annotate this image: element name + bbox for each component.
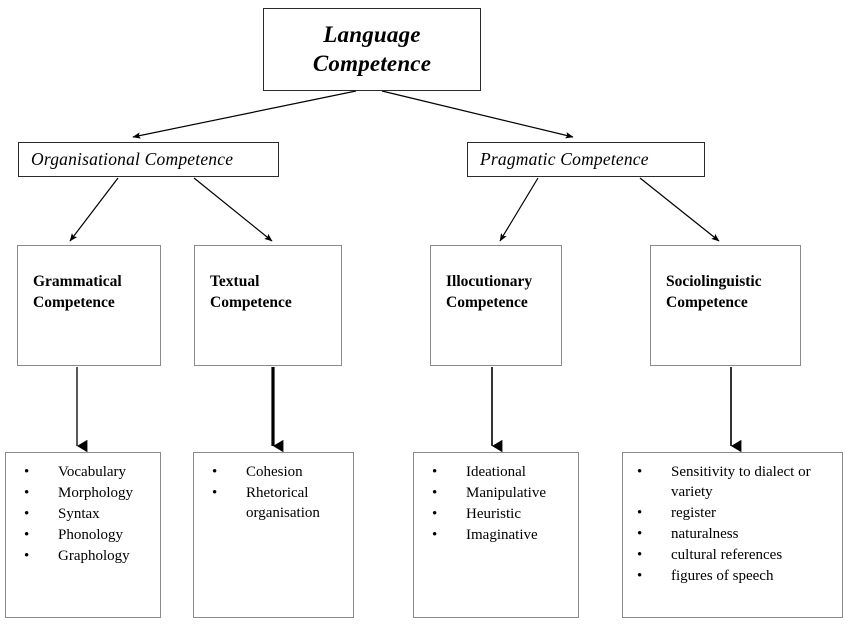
bullet-list: •Vocabulary•Morphology•Syntax•Phonology•…: [12, 463, 154, 567]
bullet-icon: •: [637, 546, 643, 563]
edge-root-to-organisational: [132, 90, 357, 139]
node-label: Illocutionary Competence: [446, 273, 533, 311]
edge-organisational-to-grammatical: [69, 177, 119, 242]
list-item-label: Ideational: [466, 464, 526, 480]
bullet-list: • Sensitivity to dialect or variety • regis…: [629, 463, 836, 587]
list-item: • Ideational: [420, 463, 572, 483]
list-item-label: cultural references: [671, 546, 783, 563]
bullet-icon: •: [637, 567, 643, 584]
node-illocutionary-competence[interactable]: Illocutionary Competence: [430, 245, 562, 366]
bullet-icon: •: [212, 464, 218, 480]
list-item-label: Manipulative: [466, 484, 546, 501]
list-item-label: naturalness: [671, 525, 739, 542]
list-textual-competence: • Cohesion • Rhetorical organisation: [193, 452, 354, 618]
edge-root-to-pragmatic: [381, 90, 574, 139]
edge-pragmatic-to-illocutionary: [499, 177, 539, 242]
bullet-icon: •: [212, 484, 218, 501]
bullet-icon: •: [24, 505, 30, 522]
bullet-icon: •: [24, 484, 30, 501]
list-item-label: Sensitivity to dialect or variety: [671, 464, 811, 500]
bullet-icon: •: [432, 484, 438, 501]
list-item: • register: [629, 504, 836, 524]
list-item: • Phonology: [12, 526, 154, 546]
bullet-icon: •: [24, 547, 30, 564]
list-item: • Graphology: [12, 547, 154, 567]
list-item-label: Rhetorical organisation: [246, 484, 320, 521]
list-item: • Rhetorical organisation: [200, 484, 347, 524]
list-item-label: Morphology: [58, 484, 133, 501]
edge-organisational-to-textual: [193, 177, 273, 242]
node-sociolinguistic-competence[interactable]: Sociolinguistic Competence: [650, 245, 801, 366]
bullet-icon: •: [432, 505, 438, 522]
node-label: Textual Competence: [210, 273, 292, 311]
list-item: • naturalness: [629, 525, 836, 545]
list-item: • Cohesion: [200, 463, 347, 483]
list-item-label: Heuristic: [466, 505, 521, 522]
bullet-icon: •: [637, 525, 643, 542]
node-label: Sociolinguistic Competence: [666, 273, 762, 311]
bullet-icon: •: [637, 464, 643, 480]
list-item: • Syntax: [12, 505, 154, 525]
list-item: • Vocabulary: [12, 463, 154, 483]
list-item-label: Vocabulary: [58, 464, 127, 480]
list-grammatical-competence: •Vocabulary•Morphology•Syntax•Phonology•…: [5, 452, 161, 618]
list-item-label: Cohesion: [246, 464, 303, 480]
bullet-icon: •: [24, 464, 30, 480]
list-item-label: Syntax: [58, 505, 100, 522]
list-item: • Sensitivity to dialect or variety: [629, 463, 836, 503]
list-sociolinguistic-competence: • Sensitivity to dialect or variety • regis…: [622, 452, 843, 618]
list-item: • Imaginative: [420, 526, 572, 546]
node-textual-competence[interactable]: Textual Competence: [194, 245, 342, 366]
bullet-icon: •: [432, 464, 438, 480]
node-pragmatic-competence[interactable]: Pragmatic Competence: [467, 142, 705, 177]
list-item-label: Imaginative: [466, 526, 538, 543]
list-item: • Morphology: [12, 484, 154, 504]
bullet-icon: •: [637, 504, 643, 521]
node-grammatical-competence[interactable]: Grammatical Competence: [17, 245, 161, 366]
list-item: • Heuristic: [420, 505, 572, 525]
list-item: • cultural references: [629, 546, 836, 566]
node-organisational-competence[interactable]: Organisational Competence: [18, 142, 279, 177]
node-label: Grammatical Competence: [33, 273, 122, 311]
list-item-label: register: [671, 504, 716, 521]
bullet-list: • Ideational • Manipulative • Heuristic • Imagi…: [420, 463, 572, 546]
edge-pragmatic-to-sociolinguistic: [639, 177, 720, 242]
list-item-label: Phonology: [58, 526, 124, 543]
bullet-icon: •: [432, 526, 438, 543]
list-item-label: Graphology: [58, 547, 130, 564]
list-illocutionary-competence: • Ideational • Manipulative • Heuristic • Imagi…: [413, 452, 579, 618]
node-language-competence[interactable]: Language Competence: [263, 8, 481, 91]
node-label: Language Competence: [312, 22, 432, 76]
list-item-label: figures of speech: [671, 567, 774, 584]
list-item: • Manipulative: [420, 484, 572, 504]
list-item: • figures of speech: [629, 567, 836, 587]
bullet-list: • Cohesion • Rhetorical organisation: [200, 463, 347, 524]
bullet-icon: •: [24, 526, 30, 543]
node-label: Pragmatic Competence: [480, 149, 649, 169]
node-label: Organisational Competence: [31, 149, 234, 169]
